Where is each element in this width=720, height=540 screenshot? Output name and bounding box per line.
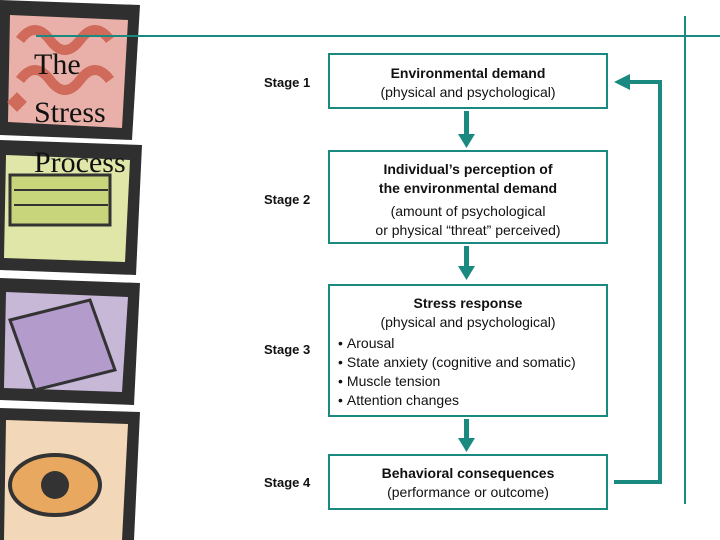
stage-2-heading-line-1: Individual’s perception of (383, 161, 553, 177)
page-title-line-2: Stress (34, 96, 106, 129)
down-arrow-icon (464, 111, 469, 138)
stage-3-heading: Stress response (413, 295, 523, 311)
stage-3-bullet: Arousal (338, 334, 606, 353)
stage-3-box: Stress response (physical and psychologi… (328, 284, 608, 417)
page-title-line-3: Process (34, 146, 126, 179)
stage-3-bullet: Attention changes (338, 391, 606, 410)
feedback-loop-line (614, 80, 662, 484)
stage-3-bullet: State anxiety (cognitive and somatic) (338, 353, 606, 372)
down-arrow-icon (458, 266, 475, 280)
horizontal-divider (36, 35, 720, 37)
stage-4-box: Behavioral consequences (performance or … (328, 454, 608, 510)
stage-1-label: Stage 1 (264, 75, 311, 90)
decorative-clipart-strip (0, 0, 150, 540)
down-arrow-icon (464, 246, 469, 270)
stage-2-box: Individual’s perception of the environme… (328, 150, 608, 244)
stage-3-bullet: Muscle tension (338, 372, 606, 391)
down-arrow-icon (458, 134, 475, 148)
page-title-line-1: The (34, 48, 81, 81)
down-arrow-icon (464, 419, 469, 442)
stage-3-bullet-list: Arousal State anxiety (cognitive and som… (330, 334, 606, 410)
stage-4-subtext: (performance or outcome) (387, 484, 549, 500)
stage-3-label: Stage 3 (264, 342, 311, 357)
stage-4-heading: Behavioral consequences (381, 465, 555, 481)
stage-3-subtext: (physical and psychological) (380, 314, 556, 330)
stage-1-heading: Environmental demand (390, 65, 546, 81)
down-arrow-icon (458, 438, 475, 452)
stage-1-subtext: (physical and psychological) (380, 84, 556, 100)
left-arrow-icon (614, 74, 630, 90)
stage-4-label: Stage 4 (264, 475, 311, 490)
stage-1-box: Environmental demand (physical and psych… (328, 53, 608, 109)
stage-2-label: Stage 2 (264, 192, 311, 207)
stage-2-subtext-line-1: (amount of psychological (390, 203, 546, 219)
stage-2-subtext-line-2: or physical “threat” perceived) (375, 222, 561, 238)
vertical-divider (684, 16, 686, 504)
stage-2-heading-line-2: the environmental demand (378, 180, 558, 196)
